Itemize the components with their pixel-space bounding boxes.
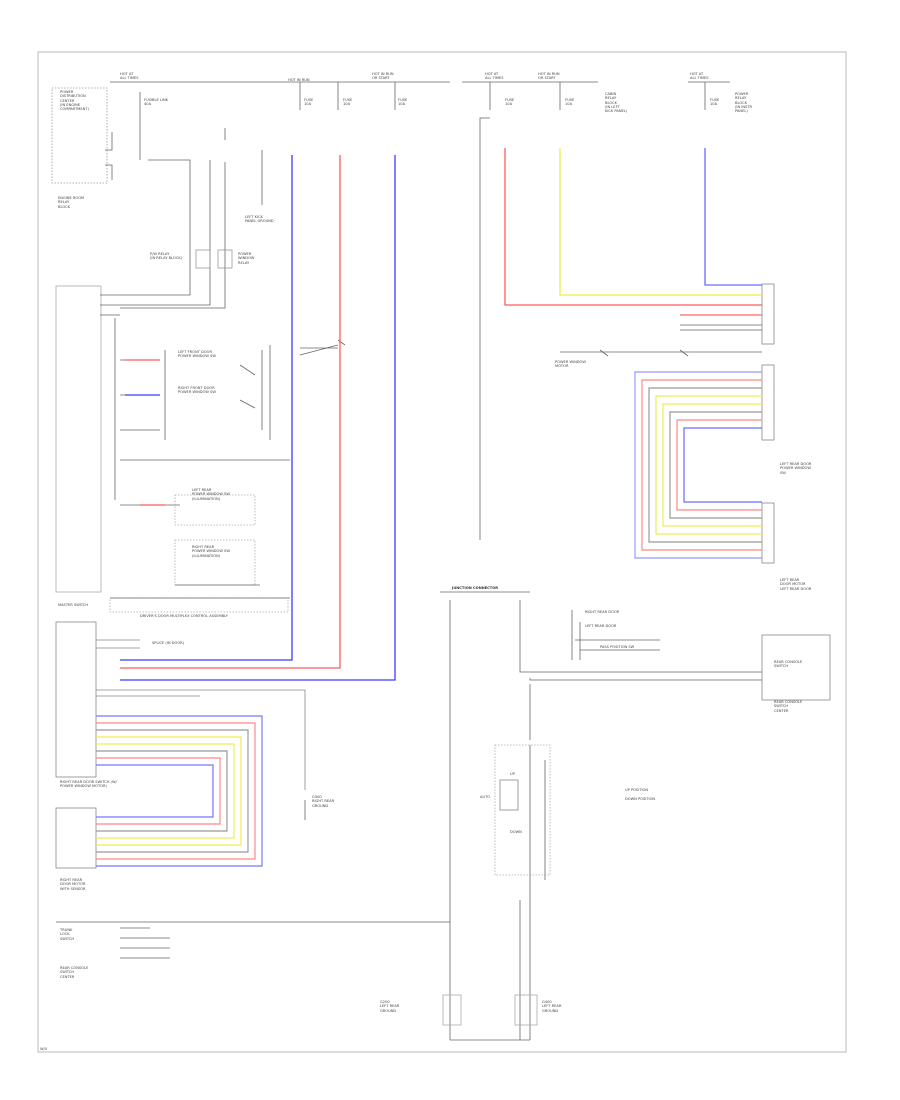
- master-switch-area: [55, 285, 290, 613]
- shield-label-1: RIGHT REAR DOOR: [585, 610, 620, 614]
- relay-block-label-1: CABIN RELAY BLOCK (IN LEFT KICK PANEL): [605, 92, 628, 114]
- pw-motor-label: POWER WINDOW MOTOR: [555, 360, 586, 369]
- diagram-code: W/0: [40, 1047, 48, 1051]
- right-trunk-wires: [504, 148, 762, 316]
- fuse-label-f4: FUSE 10A: [398, 98, 408, 107]
- legend-down: DOWN POSITION: [625, 797, 656, 801]
- trunk-switch-area: [56, 800, 450, 959]
- diagram-frame: [37, 51, 847, 1053]
- left-loop-wires: [96, 715, 263, 867]
- master-switch-lf-label: LEFT FRONT DOOR POWER WINDOW SW: [178, 350, 216, 359]
- relay-block-label-2: POWER RELAY BLOCK (IN INSTR PANEL): [735, 92, 753, 114]
- pw-label: POWER WINDOW RELAY: [238, 252, 255, 265]
- legend-up: UP POSITION: [625, 788, 649, 792]
- master-switch-label: MASTER SWITCH: [58, 603, 89, 607]
- fuse-label-f2: FUSE 10A: [304, 98, 314, 107]
- fuse-label-f7: FUSE 10A: [710, 98, 720, 107]
- ground-left-label: LEFT KICK PANEL GROUND: [245, 215, 274, 224]
- fuse-label-c5: HOT AT ALL TIMES: [690, 72, 709, 81]
- rr-door-label: RIGHT REAR DOOR MOTOR WITH SENSOR: [60, 878, 86, 891]
- fuse-label-c4: HOT IN RUN OR START: [538, 72, 560, 81]
- rear-console-switch-label: REAR CONSOLE SWITCH: [774, 660, 803, 669]
- fuse-label-f3: FUSE 10A: [343, 98, 353, 107]
- engine-relay-label: ENGINE ROOM RELAY BLOCK: [58, 196, 85, 209]
- left-trunk-wires: [120, 155, 396, 681]
- master-switch-rr-label: RIGHT REAR POWER WINDOW SW (ILLUMINATION…: [192, 545, 230, 558]
- right-loop-wires: [634, 371, 762, 559]
- junction-center: [440, 591, 831, 1041]
- pw-relay-label: P/W RELAY (IN RELAY BLOCK): [150, 252, 183, 261]
- right-upper-wiring: [479, 82, 775, 564]
- master-assembly-label: DRIVER'S DOOR MULTIPLEX CONTROL ASSEMBLY: [140, 614, 228, 618]
- fuse-label-c3: HOT AT ALL TIMES: [485, 72, 504, 81]
- pass-position-label: PASS POSITION SW: [600, 645, 635, 649]
- rr-motor-label: RIGHT REAR DOOR SWITCH (W/ POWER WINDOW …: [60, 780, 117, 789]
- junction-connector-label: JUNCTION CONNECTOR: [452, 586, 499, 590]
- ground-bot-label: G400 LEFT REAR GROUND: [542, 1000, 562, 1013]
- lr-switch-label: LEFT REAR DOOR POWER WINDOW SW: [780, 462, 812, 475]
- rear-console-label: REAR CONSOLE SWITCH CENTER: [60, 966, 89, 979]
- left-upper-wiring: [51, 82, 396, 356]
- trunk-switch-label: TRUNK LOCK SWITCH: [60, 928, 75, 941]
- lr-door-label: LEFT REAR DOOR MOTOR LEFT REAR DOOR: [780, 578, 812, 591]
- fuse-label-f5: FUSE 10A: [505, 98, 515, 107]
- fuse-label-f1: FUSIBLE LINK 40A: [144, 98, 169, 107]
- up-label: UP: [510, 772, 515, 776]
- splice-label: SPLICE (IN DOOR): [152, 641, 185, 645]
- ground-mid-label: G200 LEFT REAR GROUND: [380, 1000, 400, 1013]
- fuse-label-c1: HOT IN RUN: [288, 78, 310, 82]
- ground-rr-label: G300 RIGHT REAR GROUND: [312, 795, 335, 808]
- auto-label: AUTO: [480, 795, 491, 799]
- fuse-label-c0: HOT AT ALL TIMES: [120, 72, 139, 81]
- fuse-label-f6: FUSE 10A: [565, 98, 575, 107]
- shield-label-2: LEFT REAR DOOR: [585, 624, 617, 628]
- fuse-label-c2: HOT IN RUN OR START: [372, 72, 394, 81]
- master-switch-rf-label: RIGHT FRONT DOOR POWER WINDOW SW: [178, 386, 216, 395]
- down-label: DOWN: [510, 830, 522, 834]
- rear-console-center-label: REAR CONSOLE SWITCH CENTER: [774, 700, 803, 713]
- fuse-box-left-label: POWER DISTRIBUTION CENTER (IN ENGINE COM…: [60, 90, 89, 112]
- master-switch-lr-label: LEFT REAR POWER WINDOW SW (ILLUMINATION): [192, 488, 230, 501]
